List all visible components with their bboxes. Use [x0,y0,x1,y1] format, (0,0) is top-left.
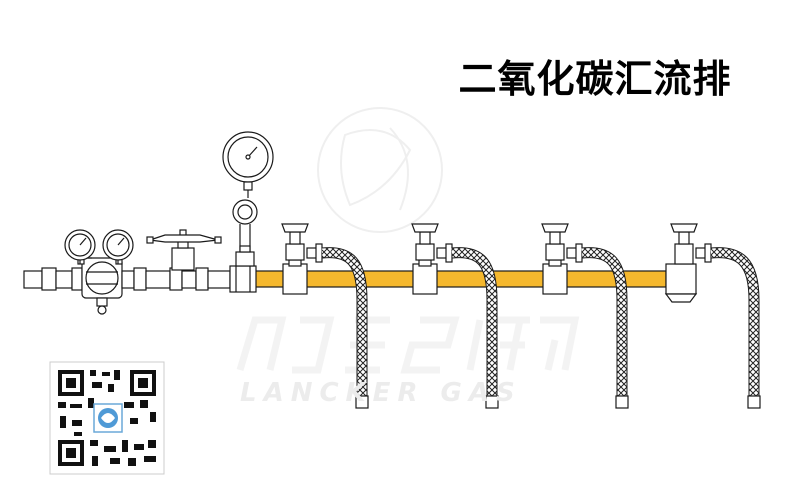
pressure-gauge [222,131,274,267]
branch-valve-1 [281,223,323,295]
page-title: 二氧化碳汇流排 [458,57,732,101]
main-pipe [254,270,667,288]
qr-code [49,361,165,475]
regulator-assembly [23,257,123,315]
regulator-gauge-left [64,229,96,264]
branch-valve-3 [541,223,583,295]
regulator-gauge-right [102,229,134,264]
braided-hose-3 [581,247,629,409]
main-shutoff-valve [146,229,222,271]
branch-valve-4 [664,223,712,303]
braided-hose-1 [321,247,369,409]
braided-hose-2 [451,247,499,409]
watermark-text: LANCKER GAS [240,378,522,408]
braided-hose-4 [710,247,761,409]
branch-valve-2 [411,223,453,295]
